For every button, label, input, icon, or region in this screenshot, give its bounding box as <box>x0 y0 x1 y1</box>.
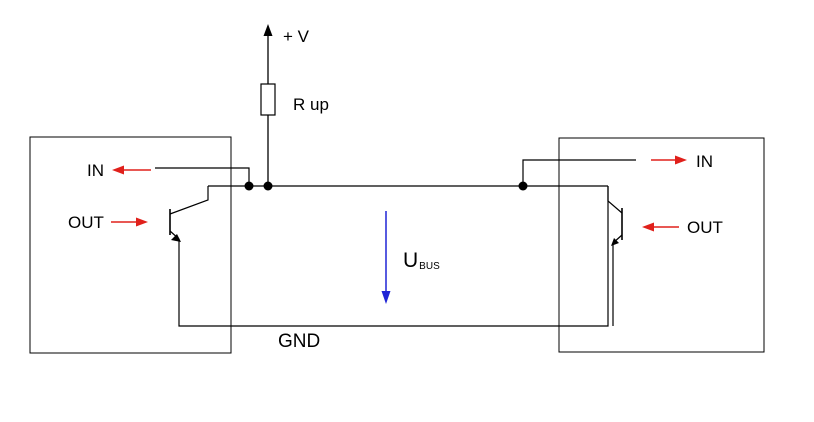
resistor-label: R up <box>293 95 329 114</box>
right-device-box <box>558 137 765 353</box>
pull-up-resistor <box>260 83 276 116</box>
bus-voltage-main: U <box>403 249 418 272</box>
ground-label: GND <box>278 331 320 352</box>
right-in-wire <box>522 159 636 186</box>
bus-voltage-subscript: BUS <box>419 261 440 272</box>
bus-voltage-label: UBUS <box>403 249 440 272</box>
left-in-arrow <box>112 165 151 175</box>
left-transistor <box>169 186 609 327</box>
left-out-label: OUT <box>68 213 104 232</box>
left-in-label: IN <box>87 161 104 180</box>
right-out-arrow <box>642 222 679 232</box>
left-device-box <box>29 136 232 354</box>
supply-label: + V <box>283 27 310 46</box>
right-out-label: OUT <box>687 218 723 237</box>
right-in-arrow <box>651 155 687 165</box>
right-in-label: IN <box>696 152 713 171</box>
bus-voltage-arrow <box>381 211 391 304</box>
left-in-wire <box>155 167 250 186</box>
junction-dot-resistor <box>263 181 273 191</box>
right-transistor <box>607 186 623 326</box>
left-out-arrow <box>111 217 148 227</box>
supply-voltage <box>263 24 273 84</box>
